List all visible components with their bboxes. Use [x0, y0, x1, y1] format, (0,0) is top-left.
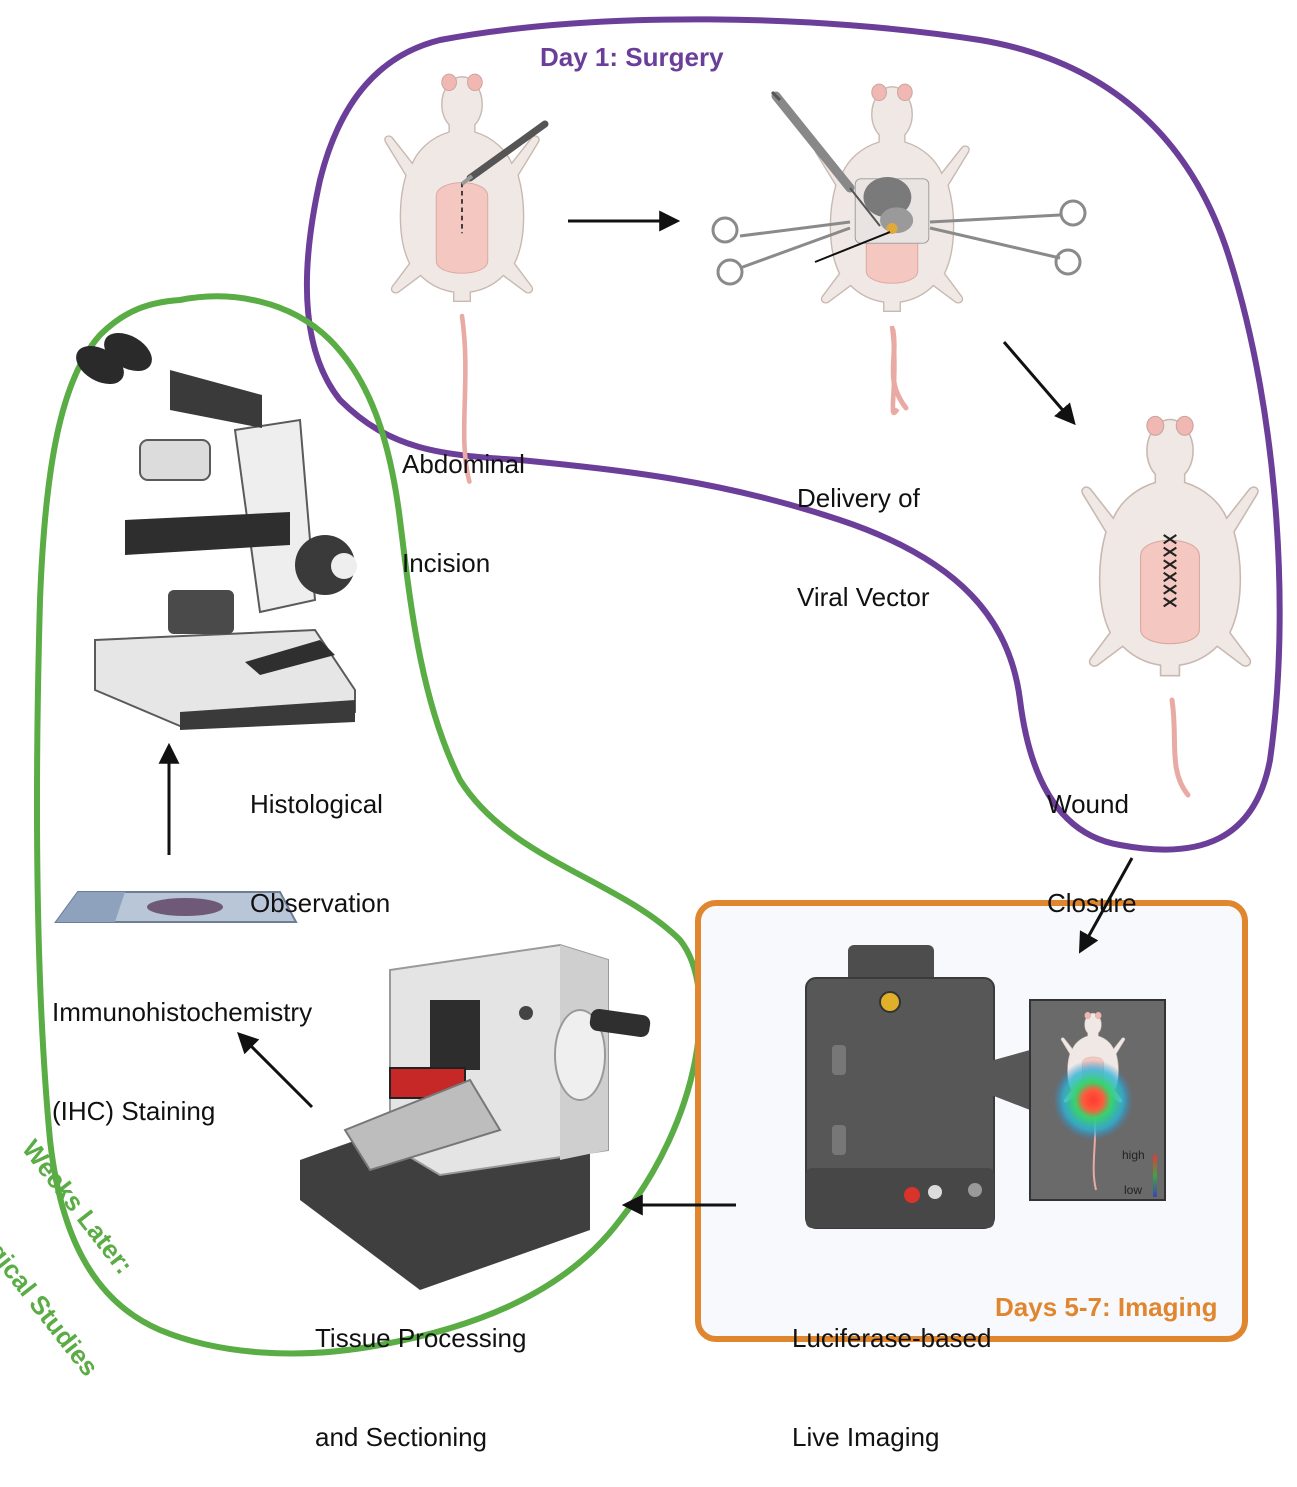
intensity-scale-bar [1153, 1155, 1157, 1197]
mouse-icon [384, 73, 540, 484]
pointer-line [814, 231, 891, 263]
step-label-line: (IHC) Staining [52, 1096, 216, 1126]
mouse-tail [1169, 697, 1191, 798]
step-label-line: Luciferase-based [792, 1323, 992, 1353]
arrow-sectioning-to-ihc [237, 1032, 314, 1109]
step-label-line: Closure [1047, 888, 1137, 918]
step-label-line: Abdominal [402, 449, 525, 479]
step-label-line: Observation [250, 888, 391, 918]
imaging-system-icon [805, 945, 1030, 1229]
step-label-wound-closure: Wound Closure [1047, 722, 1137, 953]
step-label-live-imaging: Luciferase-based Live Imaging [792, 1256, 991, 1487]
step-label-line: Immunohistochemistry [52, 997, 313, 1027]
imaging-phase-title: Days 5-7: Imaging [995, 1292, 1218, 1322]
step-label-abdominal-incision: Abdominal Incision [402, 382, 525, 613]
step-label-line: Histological [250, 789, 383, 819]
microscope-slide-icon [54, 891, 298, 923]
step-label-line: Incision [402, 548, 491, 578]
step-label-line: and Sectioning [315, 1422, 488, 1452]
imaging-result-panel [1029, 999, 1166, 1201]
mouse-icon [814, 83, 970, 416]
surgery-phase-title: Day 1: Surgery [540, 42, 724, 72]
step-label-line: Delivery of [797, 483, 920, 513]
workflow-diagram [34, 16, 1283, 1357]
forceps-icon [711, 199, 1087, 286]
step-label-line: Tissue Processing [315, 1323, 527, 1353]
scale-low-label: low [1124, 1183, 1143, 1197]
microtome-icon [300, 943, 651, 1290]
arrow-delivery-to-closure [1002, 341, 1076, 426]
mouse-tail [890, 327, 909, 411]
step-label-line: Wound [1047, 789, 1129, 819]
step-label-viral-delivery: Delivery of Viral Vector [797, 416, 929, 647]
step-label-tissue-processing: Tissue Processing and Sectioning [315, 1256, 526, 1487]
mouse-icon [1081, 415, 1259, 677]
scale-high-label: high [1122, 1148, 1145, 1162]
scalpel-icon [460, 120, 549, 186]
surgery-phase-outline [303, 16, 1283, 853]
step-label-line: Live Imaging [792, 1422, 940, 1452]
step-label-ihc-staining: Immunohistochemistry (IHC) Staining [52, 930, 312, 1161]
arrow-closure-to-imaging [1078, 857, 1134, 954]
syringe-icon [770, 90, 881, 227]
step-label-line: Viral Vector [797, 582, 930, 612]
histology-phase-outline [34, 293, 703, 1357]
step-label-histological-observation: Histological Observation [250, 722, 390, 953]
microscope-icon [76, 333, 357, 730]
